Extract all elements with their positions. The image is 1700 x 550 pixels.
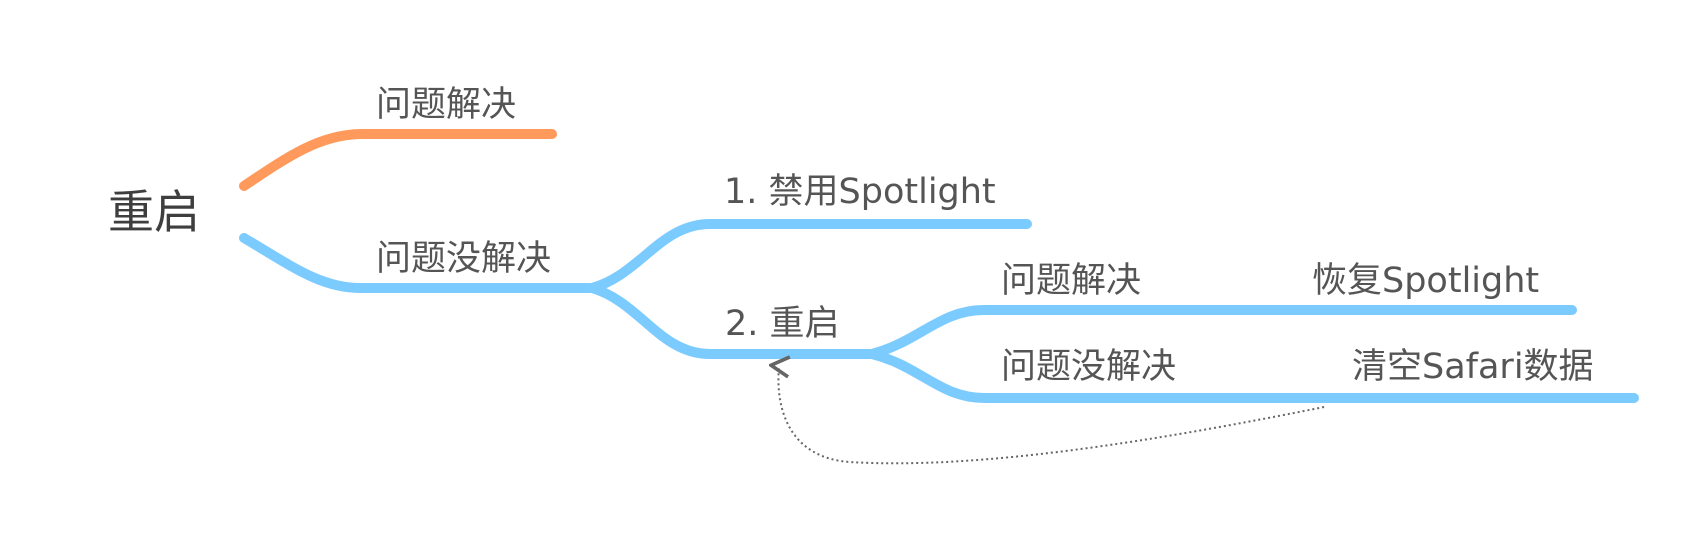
node-restart-unsolved: 问题没解决 <box>1001 347 1176 387</box>
branch-line-restart-unsolved <box>867 349 1639 403</box>
node-solved: 问题解决 <box>376 85 516 125</box>
branch-line-solved <box>239 129 557 191</box>
node-restore-spotlight: 恢复Spotlight <box>1312 261 1539 301</box>
node-restart-solved: 问题解决 <box>1001 261 1141 301</box>
branch-line-unsolved <box>239 233 597 293</box>
branch-line-restart-solved <box>867 305 1577 359</box>
node-restart-second: 2. 重启 <box>725 304 840 344</box>
branch-line-restart <box>587 283 877 359</box>
branch-line-disable-spotlight <box>587 219 1032 293</box>
node-clear-safari-data: 清空Safari数据 <box>1352 347 1594 387</box>
node-disable-spotlight: 1. 禁用Spotlight <box>724 172 996 212</box>
root-node-restart: 重启 <box>108 185 200 239</box>
node-unsolved: 问题没解决 <box>376 239 551 279</box>
